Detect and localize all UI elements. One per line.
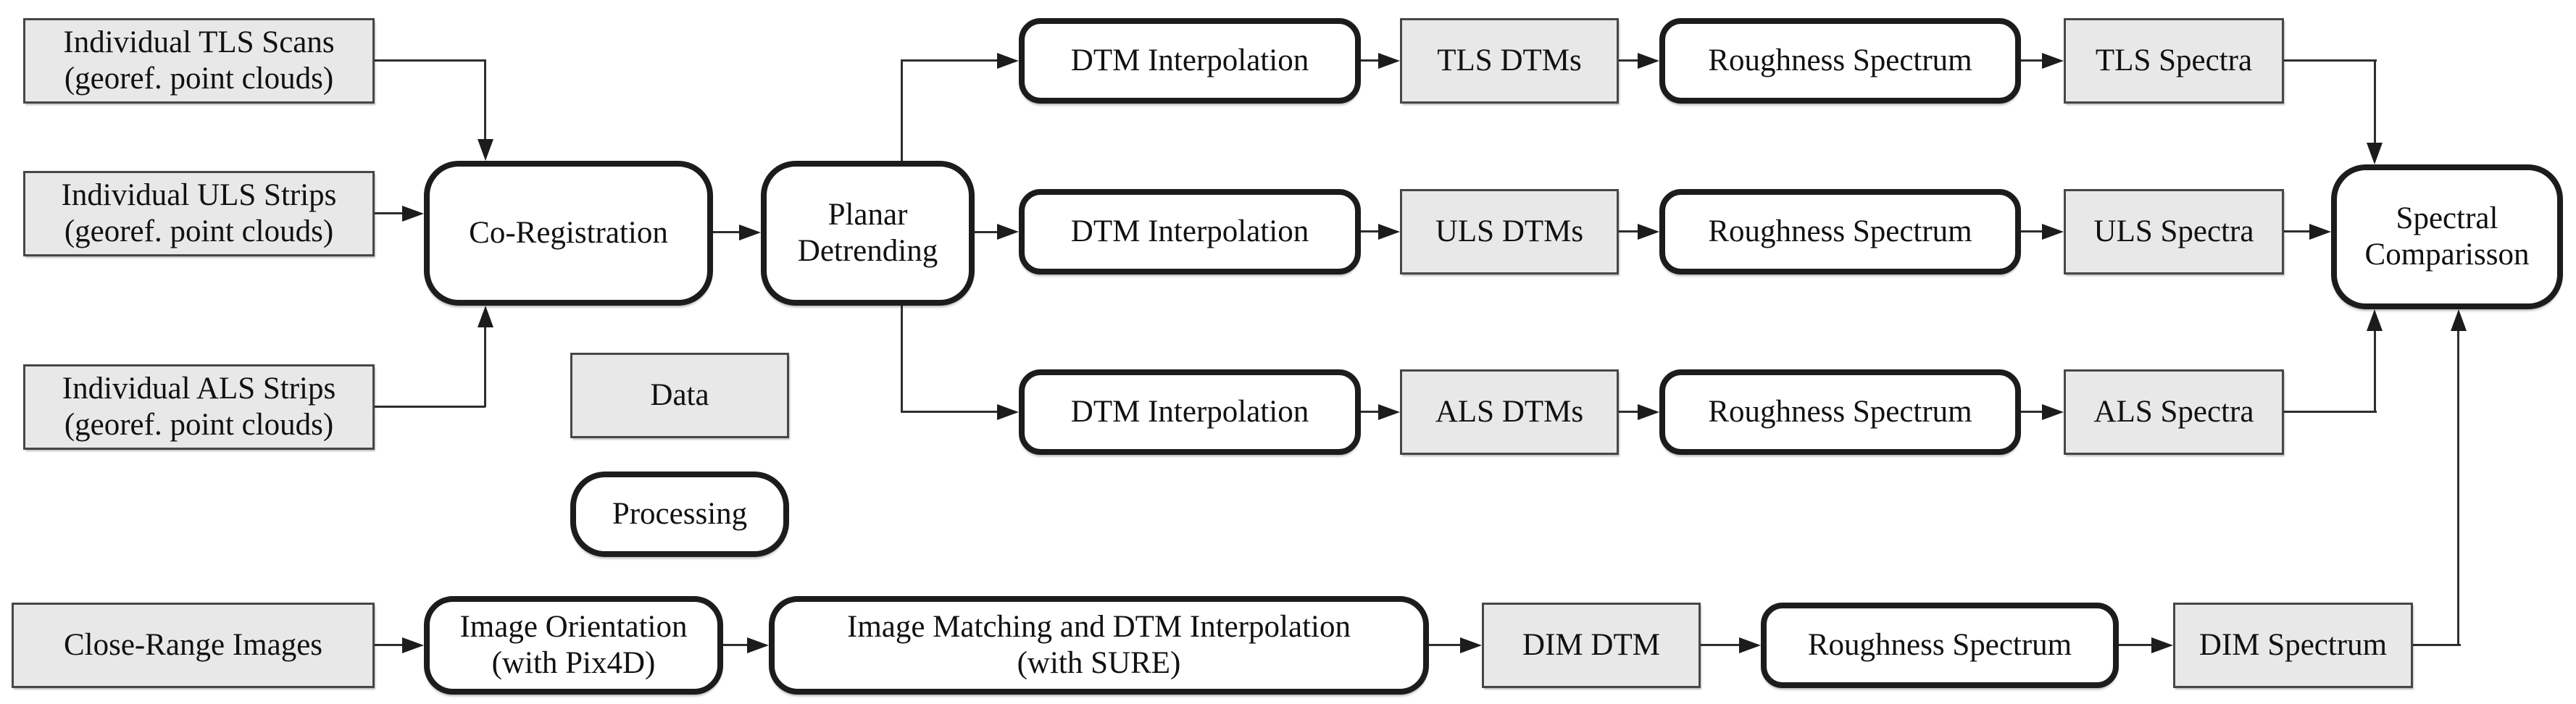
node-roughness-spectrum-uls: Roughness Spectrum: [1659, 189, 2021, 275]
arrowhead-into-rs3: [1638, 404, 1659, 420]
edge-rs3-to-alsspectra: [2021, 411, 2049, 413]
arrowhead-into-orientation: [402, 637, 424, 653]
legend-processing-box: Processing: [570, 472, 789, 557]
edge-matching-to-dimdtm: [1429, 644, 1467, 646]
arrowhead-into-dtm3: [997, 404, 1019, 420]
edge-alsdtms-to-rs3: [1619, 411, 1645, 413]
node-dim-dtm: DIM DTM: [1482, 603, 1701, 688]
node-spectral-comparison: Spectral Comparisson: [2331, 164, 2563, 309]
node-individual-als-strips: Individual ALS Strips (georef. point clo…: [23, 364, 375, 450]
arrowhead-into-dimdtm: [1460, 637, 1482, 653]
node-uls-spectra: ULS Spectra: [2064, 189, 2284, 275]
node-individual-tls-scans: Individual TLS Scans (georef. point clou…: [23, 18, 375, 104]
edge-tlsspectra-h: [2284, 59, 2377, 62]
edge-tlsspectra-v: [2374, 59, 2376, 145]
arrowhead-into-rs2: [1638, 224, 1659, 240]
node-dtm-interpolation-als: DTM Interpolation: [1019, 369, 1361, 455]
edge-planar-to-dtm2: [975, 231, 1004, 233]
edge-rs4-to-dimspectrum: [2119, 644, 2159, 646]
arrowhead-into-ulsspectra: [2042, 224, 2064, 240]
arrowhead-ulsspectra-into-spectral: [2309, 224, 2331, 240]
edge-dimdtm-to-rs4: [1701, 644, 1746, 646]
edge-rs2-to-ulsspectra: [2021, 230, 2049, 232]
arrowhead-into-dimspectrum: [2151, 637, 2173, 653]
edge-branch-to-dtm1: [902, 59, 1004, 62]
arrowhead-dimspectrum-into-spectral: [2451, 309, 2467, 331]
legend-data-box: Data: [570, 353, 789, 438]
node-dim-spectrum: DIM Spectrum: [2173, 603, 2413, 688]
arrowhead-alsspectra-into-spectral: [2367, 309, 2383, 331]
arrowhead-into-tlsspectra: [2042, 53, 2064, 69]
edge-planar-branch-up: [901, 59, 903, 161]
node-als-dtms: ALS DTMs: [1400, 369, 1619, 455]
edge-rs1-to-tlsspectra: [2021, 59, 2049, 62]
node-image-orientation: Image Orientation (with Pix4D): [424, 596, 723, 695]
edge-alsspectra-h: [2284, 411, 2377, 413]
edge-ulsspectra-to-spectral: [2284, 230, 2317, 232]
node-roughness-spectrum-dim: Roughness Spectrum: [1761, 603, 2119, 688]
arrowhead-into-tlsdtms: [1378, 53, 1400, 69]
arrowhead-into-matching: [747, 637, 769, 653]
edge-closerange-to-orientation: [375, 644, 409, 646]
edge-als-to-coreg-v: [484, 326, 486, 407]
node-dtm-interpolation-tls: DTM Interpolation: [1019, 18, 1361, 104]
arrowhead-uls-into-coreg: [402, 206, 424, 222]
node-tls-dtms: TLS DTMs: [1400, 18, 1619, 104]
arrowhead-into-alsspectra: [2042, 404, 2064, 420]
edge-dimspectrum-h: [2413, 644, 2461, 646]
arrowhead-into-alsdtms: [1378, 404, 1400, 420]
edge-orientation-to-matching: [723, 644, 754, 646]
edge-alsspectra-v: [2374, 330, 2376, 413]
edge-ulsdtms-to-rs2: [1619, 230, 1645, 232]
edge-branch-to-dtm3: [902, 411, 1004, 413]
edge-dtm2-to-ulsdtms: [1361, 230, 1385, 232]
arrowhead-tls-into-coreg: [478, 139, 493, 161]
edge-dimspectrum-v: [2457, 330, 2459, 646]
edge-uls-to-coreg: [375, 212, 409, 214]
node-planar-detrending: Planar Detrending: [761, 161, 975, 306]
edge-coreg-to-planar: [713, 231, 746, 233]
edge-planar-branch-down: [901, 306, 903, 413]
edge-dtm3-to-alsdtms: [1361, 411, 1385, 413]
edge-dtm1-to-tlsdtms: [1361, 59, 1385, 62]
edge-tlsdtms-to-rs1: [1619, 59, 1645, 62]
arrowhead-into-rs4: [1739, 637, 1761, 653]
node-image-matching: Image Matching and DTM Interpolation (wi…: [769, 596, 1429, 695]
edge-tls-to-coreg-h: [375, 59, 485, 62]
arrowhead-als-into-coreg: [478, 306, 493, 327]
node-individual-uls-strips: Individual ULS Strips (georef. point clo…: [23, 171, 375, 256]
edge-als-to-coreg-h: [375, 406, 485, 408]
edge-tls-to-coreg-v: [484, 59, 486, 141]
node-uls-dtms: ULS DTMs: [1400, 189, 1619, 275]
node-als-spectra: ALS Spectra: [2064, 369, 2284, 455]
arrowhead-into-dtm2: [997, 224, 1019, 240]
node-roughness-spectrum-tls: Roughness Spectrum: [1659, 18, 2021, 104]
arrowhead-into-rs1: [1638, 53, 1659, 69]
arrowhead-into-ulsdtms: [1378, 224, 1400, 240]
node-roughness-spectrum-als: Roughness Spectrum: [1659, 369, 2021, 455]
node-tls-spectra: TLS Spectra: [2064, 18, 2284, 104]
arrowhead-coreg-into-planar: [739, 225, 761, 240]
node-close-range-images: Close-Range Images: [12, 603, 375, 688]
node-dtm-interpolation-uls: DTM Interpolation: [1019, 189, 1361, 275]
node-co-registration: Co-Registration: [424, 161, 713, 306]
arrowhead-into-dtm1: [997, 53, 1019, 69]
arrowhead-tlsspectra-into-spectral: [2367, 143, 2383, 164]
